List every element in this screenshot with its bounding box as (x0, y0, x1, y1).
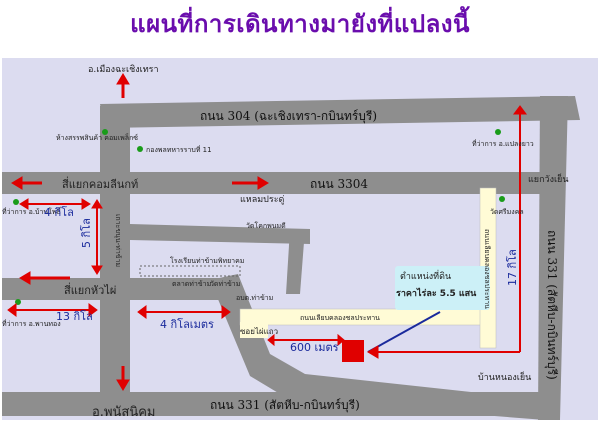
label-krung-yen: แยกวังเย็น (528, 172, 568, 185)
plaeng-yao-icon (495, 129, 501, 135)
label-distance-4-top: 4 กิโล (44, 205, 74, 219)
road-soi-phaeo (240, 322, 268, 338)
label-soi-phaeo: ซอยไผ่แถว (240, 327, 278, 336)
label-distance-5: 5 กิโล (79, 218, 93, 248)
mall-icon (102, 129, 108, 135)
label-tha-kham-district: อบต.ท่าข้าม (236, 294, 273, 302)
military-icon (137, 146, 143, 152)
label-wat-tha-kham: วัดท่าข้าม (210, 280, 240, 288)
label-ban-pho: ที่ว่าการ อ.บ้านโพธิ์ (2, 206, 62, 216)
plot-pointer (367, 311, 441, 353)
label-school: โรงเรียนท่าข้ามพิทยาคม (170, 256, 244, 265)
label-phanom-sarakham: อ.พนัสนิคม (92, 405, 155, 420)
road-diagonal (210, 274, 545, 420)
road-3304 (2, 172, 542, 194)
road-left-vertical (100, 106, 130, 396)
label-vertical-east: ถนนเลียบคลองชลประทาน (483, 229, 491, 309)
label-road-331: ถนน 331 (สัตหีบ-กบินทร์บุรี) (210, 398, 360, 413)
wat-sri-mongkol-icon (499, 196, 505, 202)
road-branch-2 (286, 229, 305, 294)
road-branch (130, 224, 310, 244)
label-bang-kha-road: เกาะขนุน-ท่าข้าม (114, 214, 122, 267)
label-khlong-road: ถนนเลียบคลองชลประทาน (300, 314, 380, 322)
label-distance-13: 13 กิโล (56, 309, 93, 323)
route-map: ตำแหน่งที่ดิน ราคาไร่ละ 5.5 แสน (2, 58, 598, 420)
label-distance-17: 17 กิโล (505, 249, 519, 286)
label-road-331-vertical: ถนน 331 (สัตหีบ-กบินทร์บุรี) (544, 230, 559, 380)
info-label: ตำแหน่งที่ดิน (400, 269, 451, 282)
plot-marker (342, 340, 364, 362)
label-road-304: ถนน 304 (ฉะเชิงเทรา-กบินทร์บุรี) (200, 109, 377, 124)
label-mueang-chachoengsao: อ.เมืองฉะเชิงเทรา (88, 64, 159, 75)
label-ban-nong-yen: บ้านหนองเย็น (478, 370, 531, 383)
label-laem-pradu: แหลมประดู่ (240, 195, 285, 205)
label-mall: ห้างสรรพสินค้า คอมเพล็กซ์ (56, 133, 138, 142)
label-military: กองพลทหารราบที่ 11 (146, 145, 212, 154)
label-khok-tawanok: สี่แยกคอมลีนกท์ (62, 176, 139, 191)
label-tha-kham-market: ตลาดท่าข้าม (172, 280, 211, 288)
label-hua-phai: สี่แยกหัวไผ่ (64, 282, 117, 297)
info-price: ราคาไร่ละ 5.5 แสน (396, 287, 477, 299)
map-title: แผนที่การเดินทางมายังที่แปลงนี้ (130, 10, 470, 38)
road-331-vertical (538, 96, 568, 420)
label-road-3304: ถนน 3304 (310, 177, 368, 191)
road-304 (100, 96, 580, 128)
label-wat-sri-mongkol: วัดศรีมงคล (490, 208, 524, 216)
ban-pho-icon (13, 199, 19, 205)
label-plaeng-yao: ที่ว่าการ อ.แปลงยาว (472, 139, 534, 148)
railway-track (139, 265, 241, 277)
info-box (395, 266, 490, 310)
label-wat-klong-phuet: วัดโคกพนมดี (246, 221, 286, 230)
label-phanom: ที่ว่าการ อ.พานทอง (2, 319, 61, 328)
label-distance-600: 600 เมตร (290, 341, 339, 354)
arrows (7, 73, 527, 391)
label-distance-4km: 4 กิโลเมตร (160, 317, 214, 331)
